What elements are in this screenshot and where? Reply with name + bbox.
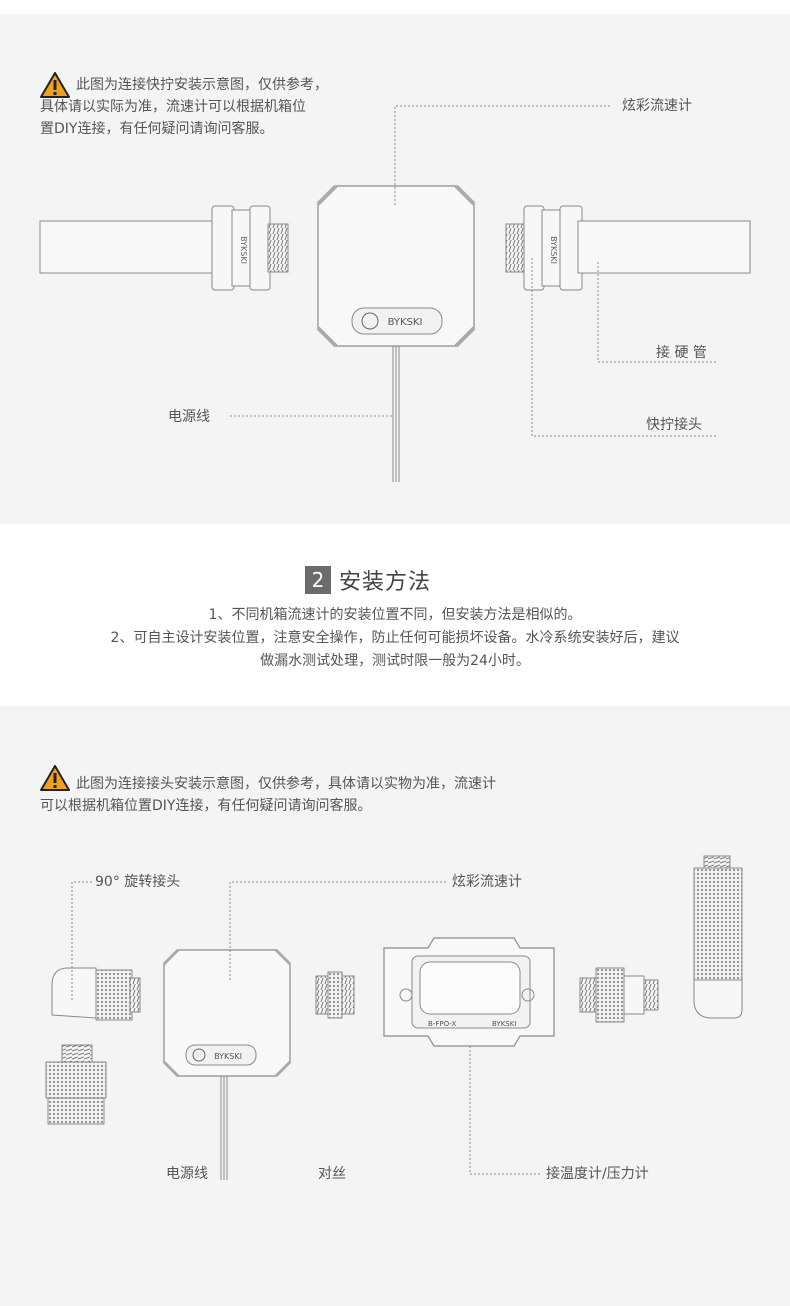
fitting-right	[579, 967, 659, 1023]
rotary-fitting-vertical-left	[45, 1044, 107, 1125]
notice-line-2: 具体请以实际为准，流速计可以根据机箱位	[40, 99, 306, 115]
section-title-text: 安装方法	[339, 570, 432, 595]
label-double-thread: 对丝	[318, 1166, 346, 1182]
notice-line-3: 置DIY连接，有任何疑问请询问客服。	[40, 121, 274, 137]
thermometer-block: B-FPO-X BYKSKI	[383, 937, 555, 1047]
notice2-line-1: 此图为连接接头安装示意图，仅供参考，具体请以实物为准，流速计	[76, 776, 496, 792]
thermometer-model: B-FPO-X	[428, 1020, 456, 1028]
section-number-badge: 2	[305, 566, 331, 594]
label-quick-fitting: 快拧接头	[646, 417, 702, 433]
method-line-3: 做漏水测试处理，测试时限一般为24小时。	[260, 653, 530, 669]
label-hard-tube: 接 硬 管	[656, 345, 707, 361]
label-power-cable-2: 电源线	[166, 1166, 208, 1182]
rotary-fitting-90	[51, 967, 141, 1021]
label-power-cable: 电源线	[168, 409, 210, 425]
rotary-fitting-vertical-right	[693, 855, 743, 1019]
install-method-section	[0, 524, 790, 706]
flowmeter-body: BYKSKI	[316, 184, 476, 482]
warning-icon	[40, 72, 70, 98]
section-title: 2 安装方法	[305, 565, 431, 595]
notice2-line-2: 可以根据机箱位置DIY连接，有任何疑问请询问客服。	[40, 798, 372, 814]
flowmeter-brand-2: BYKSKI	[214, 1052, 242, 1061]
warning-icon	[40, 765, 70, 791]
method-line-2: 2、可自主设计安装位置，注意安全操作，防止任何可能损坏设备。水冷系统安装好后，建…	[110, 630, 680, 646]
thermometer-brand: BYKSKI	[492, 1020, 516, 1028]
label-flowmeter-2: 炫彩流速计	[452, 874, 522, 890]
label-flowmeter: 炫彩流速计	[622, 98, 692, 114]
hard-tube-left	[39, 220, 217, 274]
notice-line-1: 此图为连接快拧安装示意图，仅供参考，	[76, 77, 328, 93]
method-line-1: 1、不同机箱流速计的安装位置不同，但安装方法是相似的。	[208, 607, 582, 623]
label-rotary-fitting: 90° 旋转接头	[95, 874, 181, 890]
label-thermometer: 接温度计/压力计	[546, 1166, 649, 1182]
hard-tube-right	[577, 220, 751, 274]
flowmeter-body-2: BYKSKI	[162, 948, 292, 1180]
svg-text:BYKSKI: BYKSKI	[239, 236, 248, 264]
quick-fitting-left: BYKSKI	[211, 205, 289, 291]
svg-text:BYKSKI: BYKSKI	[549, 236, 558, 264]
double-thread-fitting	[315, 971, 355, 1019]
flowmeter-brand: BYKSKI	[388, 317, 423, 328]
quick-fitting-right: BYKSKI	[505, 205, 583, 291]
leader-lines-3	[71, 881, 542, 1175]
leader-lines-1	[230, 105, 718, 437]
